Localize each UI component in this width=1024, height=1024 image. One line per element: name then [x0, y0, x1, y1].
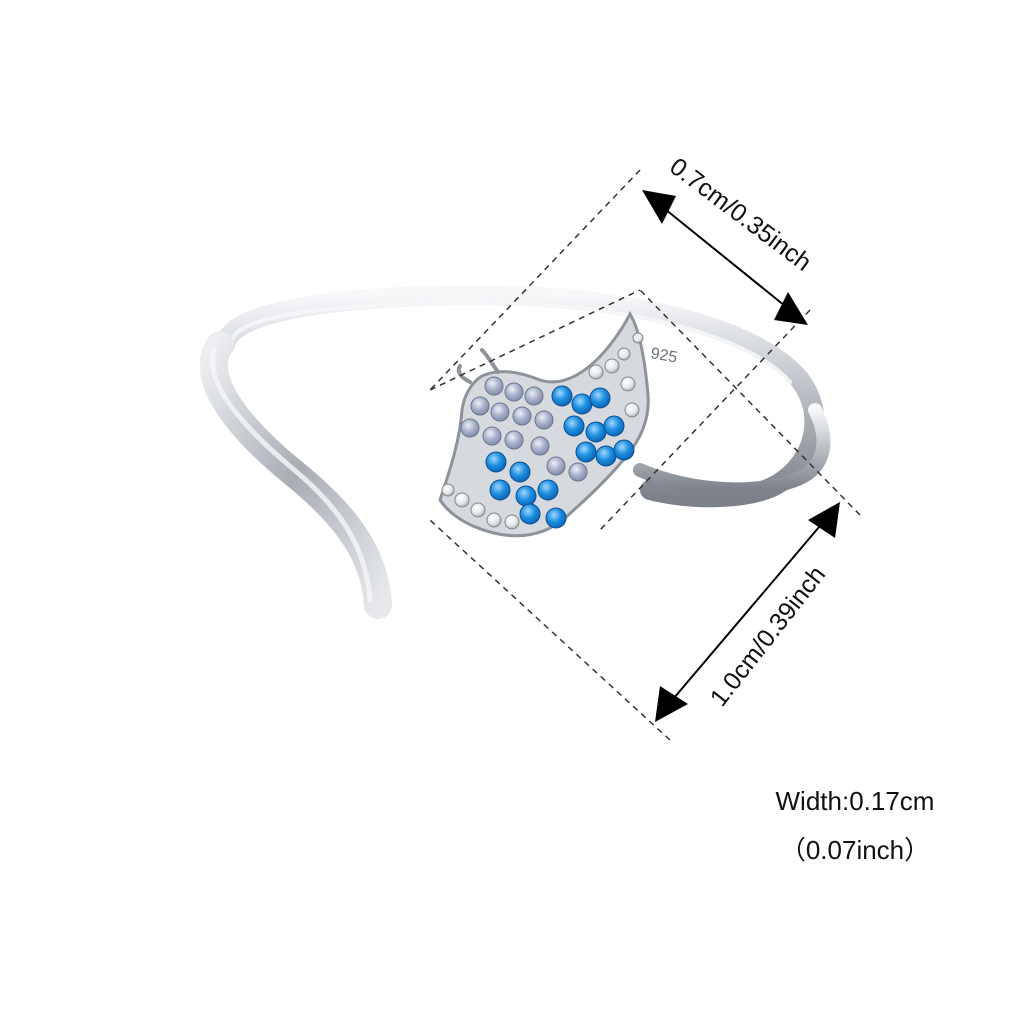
height-dimension-arrow: [655, 502, 840, 722]
height-label: 1.0cm/0.39inch: [705, 561, 831, 712]
stingray-charm: 925: [438, 310, 679, 538]
measurement-guides: [429, 169, 861, 741]
length-label: 0.7cm/0.35inch: [664, 152, 816, 276]
clear-stones: [441, 332, 644, 530]
width-inch-label: （0.07inch）: [779, 835, 931, 865]
ring-band: [199, 285, 831, 619]
lavender-stones: [460, 376, 588, 482]
blue-stones: [485, 385, 635, 529]
engraving-mark: 925: [649, 345, 678, 366]
width-label: Width:0.17cm: [775, 786, 935, 816]
length-dimension-arrow: [642, 190, 808, 325]
